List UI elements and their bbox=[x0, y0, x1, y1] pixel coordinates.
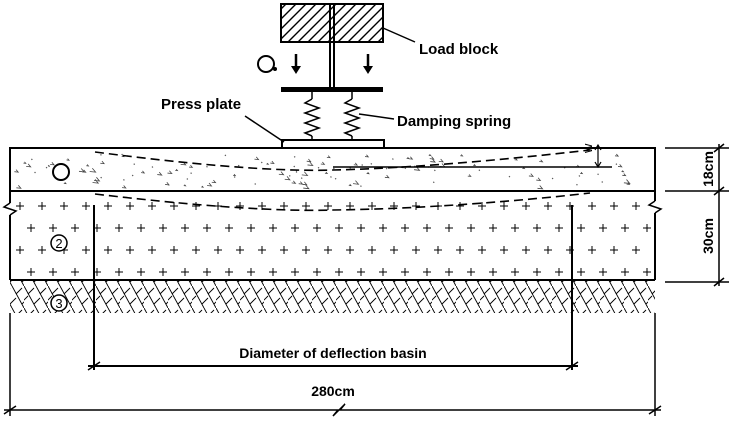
thickness-extension-lines bbox=[665, 143, 729, 287]
total-width-label: 280cm bbox=[311, 383, 355, 399]
layer-1-thickness-label: 18cm bbox=[700, 151, 716, 187]
left-break-mark bbox=[2, 148, 18, 280]
layer-3-subgrade bbox=[10, 281, 655, 313]
layer-2-marker: 2 bbox=[50, 234, 68, 252]
layer-3-marker-number: 3 bbox=[55, 296, 62, 311]
basin-diameter-label: Diameter of deflection basin bbox=[239, 345, 426, 361]
press-plate-label: Press plate bbox=[161, 96, 241, 113]
deflection-w-marker bbox=[594, 143, 602, 169]
deflection-w-label: w bbox=[580, 143, 595, 154]
damping-spring-leader bbox=[358, 113, 395, 120]
layer-1-marker bbox=[52, 163, 70, 181]
press-plate-leader bbox=[244, 115, 285, 143]
load-arrow-left bbox=[291, 54, 301, 74]
load-cell-circle bbox=[257, 55, 277, 73]
base-cross-pattern bbox=[16, 202, 651, 276]
total-width-line bbox=[4, 403, 661, 417]
layer-3-marker: 3 bbox=[50, 294, 68, 312]
concrete-aggregate bbox=[14, 153, 631, 190]
layer-2-thickness-label: 30cm bbox=[700, 218, 716, 254]
damping-spring-label: Damping spring bbox=[397, 113, 511, 130]
damping-spring-right bbox=[342, 92, 362, 140]
load-block bbox=[280, 3, 384, 43]
layer-2-marker-number: 2 bbox=[55, 236, 62, 251]
right-break-mark bbox=[647, 148, 663, 280]
damping-spring-left bbox=[302, 92, 322, 140]
bottom-deflection-curve bbox=[94, 192, 591, 212]
load-block-leader bbox=[382, 27, 416, 43]
surface-deflection-curve bbox=[94, 149, 591, 172]
load-column bbox=[329, 4, 335, 88]
press-plate bbox=[281, 139, 385, 149]
load-block-label: Load block bbox=[419, 41, 499, 58]
spring-top-plate bbox=[281, 87, 383, 92]
layer-2-base bbox=[10, 190, 655, 281]
load-arrow-right bbox=[363, 54, 373, 74]
